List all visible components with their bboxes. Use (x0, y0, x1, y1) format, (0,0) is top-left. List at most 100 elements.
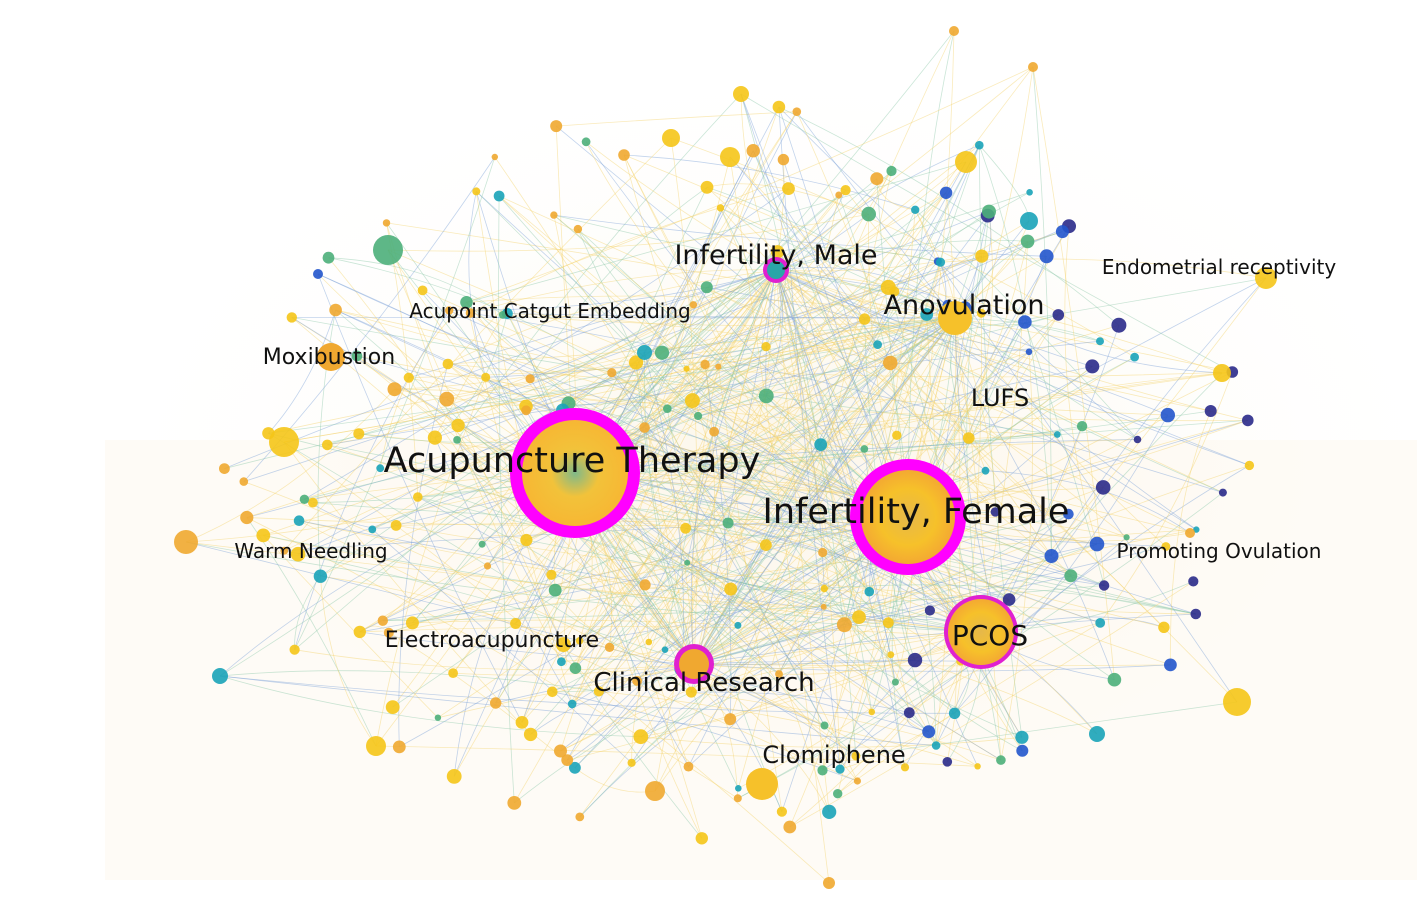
network-edge (654, 317, 956, 792)
network-edge (382, 585, 1105, 622)
network-edge (412, 619, 738, 626)
network-node (478, 540, 486, 548)
label-moxibustion: Moxibustion (263, 345, 395, 370)
network-node (510, 618, 522, 629)
network-node (322, 251, 335, 264)
network-node (1053, 431, 1061, 438)
network-edge (408, 377, 552, 576)
network-node (662, 129, 680, 147)
network-edge (567, 649, 666, 761)
network-edge (775, 66, 1034, 271)
network-node (387, 382, 402, 397)
network-node (907, 652, 923, 668)
network-node (581, 137, 591, 147)
network-node (883, 355, 898, 371)
network-node (573, 224, 583, 234)
network-edge (577, 228, 825, 726)
network-edge (887, 317, 956, 623)
network-node (733, 86, 749, 102)
network-node (525, 374, 535, 384)
hub-infertility-male (763, 257, 789, 283)
network-edge (914, 659, 1098, 735)
hub-moxibustion (317, 343, 345, 371)
network-edge (219, 675, 937, 746)
network-node (465, 308, 476, 318)
network-node (390, 520, 402, 531)
network-edge (243, 481, 610, 648)
network-edge (706, 286, 1191, 534)
network-edge (907, 30, 955, 518)
network-node (822, 804, 837, 820)
network-edge (693, 364, 715, 665)
network-edge (447, 269, 777, 365)
network-edge (495, 663, 695, 704)
network-edge (498, 195, 909, 518)
network-edge (375, 745, 978, 767)
network-node (1039, 249, 1054, 264)
network-edge (667, 192, 947, 410)
network-edge (775, 269, 1224, 493)
network-edge (551, 317, 956, 576)
network-edge (466, 161, 967, 303)
network-node (607, 368, 617, 378)
network-node (446, 769, 462, 784)
network-edge (636, 317, 956, 682)
network-edge (598, 161, 967, 692)
network-edge (775, 269, 1101, 342)
network-edge (740, 93, 777, 271)
network-node (1020, 212, 1038, 230)
network-edge (693, 529, 1197, 665)
network-edge (1032, 66, 1052, 557)
network-edge (775, 269, 969, 439)
network-edge (574, 472, 1171, 666)
network-node (680, 522, 691, 534)
label-clinical-research: Clinical Research (593, 668, 814, 698)
network-node (385, 700, 400, 714)
network-edge (552, 691, 858, 782)
network-node (1025, 348, 1033, 356)
network-node (1218, 488, 1227, 497)
network-edge (693, 30, 955, 665)
network-edge (978, 145, 1052, 557)
network-node (1085, 359, 1100, 374)
network-edge (553, 214, 909, 518)
network-edge (422, 290, 906, 768)
network-edge (502, 314, 956, 326)
network-edge (693, 659, 916, 665)
network-edge (575, 562, 688, 669)
network-node (417, 285, 428, 296)
label-anovulation: Anovulation (884, 290, 1045, 321)
network-node (1089, 536, 1105, 552)
network-edge (574, 425, 1083, 474)
network-edge (356, 355, 1058, 435)
network-node (498, 311, 507, 319)
network-edge (526, 539, 982, 633)
network-node (645, 638, 653, 646)
network-edge (623, 154, 937, 746)
network-edge (335, 309, 982, 633)
network-edge (1099, 371, 1233, 624)
network-node (1164, 658, 1177, 672)
network-edge (246, 517, 739, 799)
network-edge (574, 410, 1211, 474)
network-edge (752, 150, 865, 320)
network-edge (945, 192, 956, 319)
network-edge (775, 250, 938, 271)
network-edge (394, 388, 527, 407)
network-edge (954, 317, 996, 512)
network-edge (631, 220, 1030, 764)
network-node (1188, 576, 1199, 587)
hub-infertility-female (850, 459, 966, 575)
network-node (775, 670, 783, 678)
network-edge (396, 516, 909, 526)
network-edge (470, 269, 777, 314)
network-node (820, 584, 828, 593)
network-edge (597, 467, 1105, 586)
network-node (920, 308, 934, 321)
network-node (1095, 618, 1106, 628)
network-edge (686, 562, 739, 626)
network-edge (670, 137, 1135, 358)
network-edge (720, 207, 896, 683)
network-edge (585, 141, 909, 518)
network-node (1028, 62, 1038, 72)
